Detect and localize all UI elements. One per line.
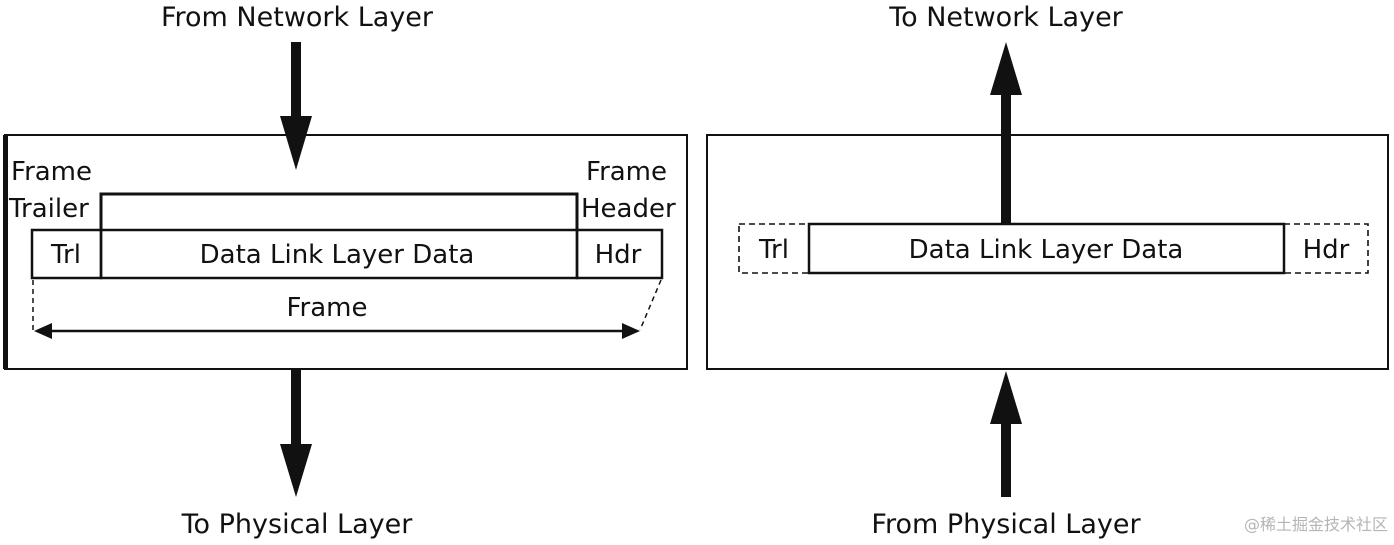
sender-box-left-edge [3, 135, 8, 369]
data-label: Data Link Layer Data [200, 240, 475, 270]
down-arrow-out [280, 370, 312, 497]
up-arrow-out [990, 42, 1022, 224]
receiver-hdr-label: Hdr [1303, 235, 1350, 265]
hdr-segment [575, 228, 664, 280]
receiver-data-label: Data Link Layer Data [909, 235, 1184, 265]
receiver-box [706, 134, 1389, 370]
receiver-trl-label: Trl [758, 235, 789, 265]
frame-span-indicator [32, 279, 662, 339]
receiver-data-segment [807, 222, 1286, 275]
up-arrow-in [990, 371, 1022, 497]
frame-header-line2: Header [581, 194, 676, 224]
upper-data-outline [99, 192, 579, 230]
frame-label: Frame [286, 293, 367, 323]
from-network-layer-label: From Network Layer [161, 2, 434, 33]
to-physical-layer-label: To Physical Layer [181, 509, 414, 540]
to-network-layer-label: To Network Layer [888, 2, 1123, 33]
watermark: @稀土掘金技术社区 [1244, 515, 1388, 534]
hdr-label: Hdr [595, 240, 642, 270]
frame-trailer-line1: Frame [11, 157, 92, 187]
frame-trailer-line2: Trailer [8, 194, 89, 224]
frame-header-line1: Frame [586, 157, 667, 187]
down-arrow-in [280, 42, 312, 170]
trl-label: Trl [50, 240, 81, 270]
from-physical-layer-label: From Physical Layer [871, 509, 1141, 540]
